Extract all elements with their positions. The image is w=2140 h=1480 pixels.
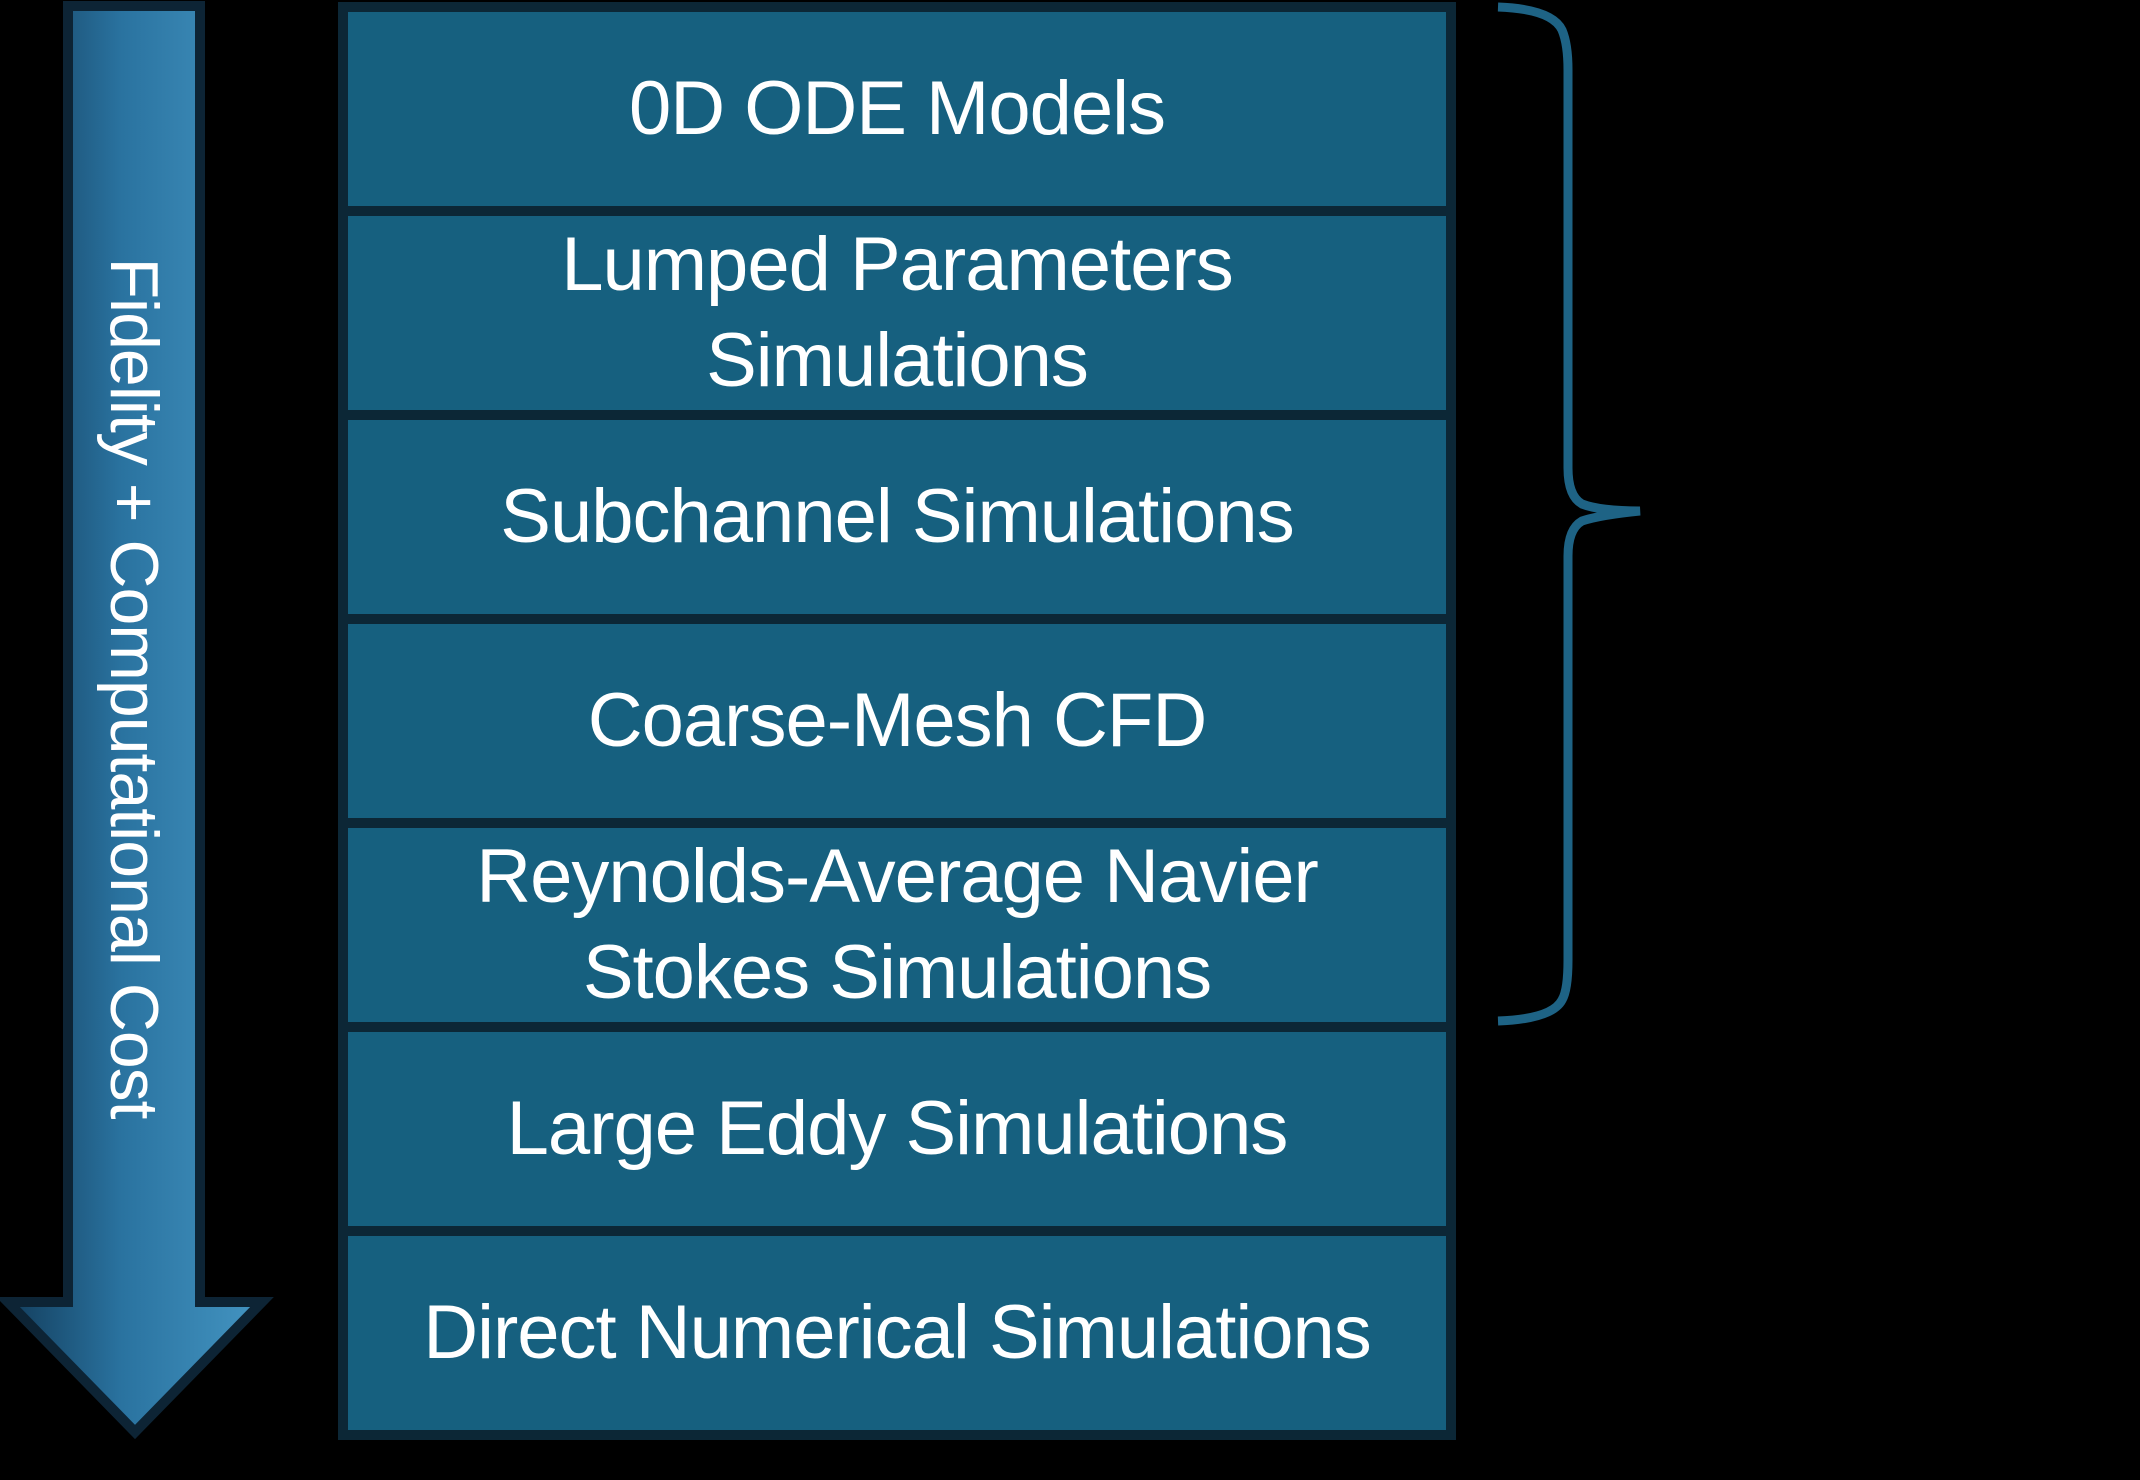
box-dns: Direct Numerical Simulations — [348, 1236, 1446, 1430]
box-label: Direct Numerical Simulations — [423, 1290, 1372, 1376]
down-arrow-shape — [0, 1, 274, 1440]
box-label: Coarse-Mesh CFD — [587, 678, 1207, 764]
right-brace-path — [1497, 2, 1641, 1026]
box-les: Large Eddy Simulations — [348, 1032, 1446, 1226]
box-rans: Reynolds-Average Navier Stokes Simulatio… — [348, 828, 1446, 1022]
box-label: 0D ODE Models — [628, 66, 1166, 152]
box-0d-ode-models: 0D ODE Models — [348, 12, 1446, 206]
box-label: Large Eddy Simulations — [506, 1086, 1289, 1172]
box-label: Subchannel Simulations — [500, 474, 1294, 560]
arrow-label: Fidelity + Computational Cost — [96, 257, 172, 1119]
box-lumped-parameters: Lumped Parameters Simulations — [348, 216, 1446, 410]
box-coarse-mesh-cfd: Coarse-Mesh CFD — [348, 624, 1446, 818]
box-label: Lumped Parameters Simulations — [561, 222, 1234, 403]
box-label: Reynolds-Average Navier Stokes Simulatio… — [476, 834, 1319, 1015]
down-arrow — [0, 1, 274, 1440]
model-stack: 0D ODE Models Lumped Parameters Simulati… — [338, 2, 1456, 1440]
box-subchannel: Subchannel Simulations — [348, 420, 1446, 614]
